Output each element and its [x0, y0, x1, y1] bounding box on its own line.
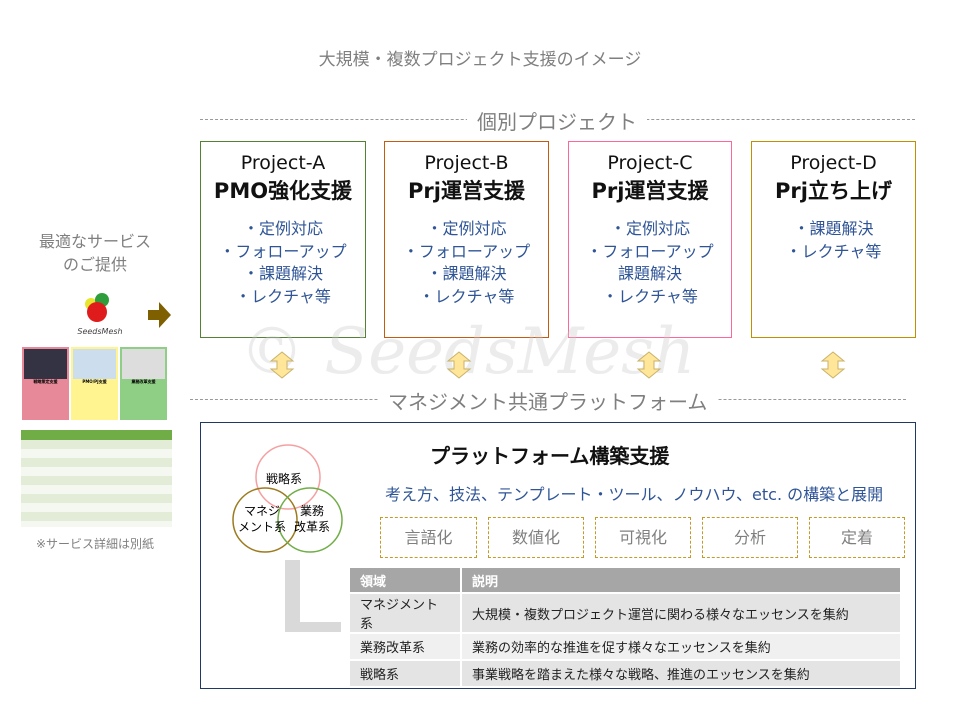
- item: ・課題解決: [242, 264, 323, 283]
- svg-text:SeedsMesh: SeedsMesh: [77, 327, 122, 336]
- pill-analyze: 分析: [702, 517, 798, 558]
- pill-establish: 定着: [809, 517, 905, 558]
- double-arrow-icon: [820, 351, 846, 379]
- service-line: 最適なサービス: [38, 232, 151, 251]
- double-arrow-icon: [269, 351, 295, 379]
- venn-circle-management: [232, 487, 298, 553]
- page-title: 大規模・複数プロジェクト支援のイメージ: [318, 50, 642, 70]
- item: ・レクチャ等: [602, 286, 698, 306]
- item: ・フォローアップ: [219, 241, 347, 261]
- venn-label-business: 業務改革系: [294, 504, 331, 534]
- table-row: 業務改革系業務の効率的な推進を促す様々なエッセンスを集約: [350, 634, 900, 659]
- item: ・フォローアップ: [586, 241, 714, 261]
- watermark: © SeedsMesh: [240, 315, 696, 389]
- double-arrow-icon: [446, 351, 472, 379]
- connector-line: [285, 622, 341, 632]
- seedsmesh-logo: SeedsMesh: [77, 293, 123, 336]
- service-text: 最適なサービス のご提供: [20, 230, 170, 276]
- header-domain: 領域: [350, 568, 460, 592]
- venn-label-strategy: 戦略系: [266, 472, 303, 486]
- connector-line: [285, 560, 300, 632]
- item: ・フォローアップ: [402, 241, 531, 261]
- domain-table: 領域説明 マネジメント系大規模・複数プロジェクト運営に関わる様々なエッセンスを集…: [348, 566, 902, 688]
- platform-subtitle: 考え方、技法、テンプレート・ツール、ノウハウ、etc. の構築と展開: [385, 485, 884, 504]
- project-name: Project-C: [607, 152, 693, 174]
- item: ・レクチャ等: [418, 286, 515, 306]
- venn-circle-strategy: [255, 444, 321, 510]
- venn-label-management: マネジメント系: [238, 504, 287, 534]
- item: ・レクチャ等: [785, 241, 882, 261]
- item: ・定例対応: [609, 219, 690, 238]
- cell: マネジメント系: [350, 594, 460, 632]
- cell: 大規模・複数プロジェクト運営に関わる様々なエッセンスを集約: [462, 594, 900, 632]
- service-thumbnail: 戦略策定支援: [22, 347, 69, 420]
- project-subtitle: Prj運営支援: [408, 179, 525, 203]
- table-row: マネジメント系大規模・複数プロジェクト運営に関わる様々なエッセンスを集約: [350, 594, 900, 632]
- pill-quantify: 数値化: [488, 517, 584, 558]
- project-subtitle: Prj運営支援: [591, 179, 709, 203]
- item: 課題解決: [617, 264, 682, 283]
- item: ・課題解決: [426, 264, 507, 283]
- section-platform-label: マネジメント共通プラットフォーム: [378, 386, 718, 415]
- item: ・定例対応: [242, 219, 323, 238]
- cell: 業務の効率的な推進を促す様々なエッセンスを集約: [462, 634, 900, 659]
- arrow-right-icon: [148, 302, 171, 328]
- project-card-a: Project-A PMO強化支援 ・定例対応・フォローアップ・課題解決・レクチ…: [200, 141, 366, 338]
- cell: 事業戦略を踏まえた様々な戦略、推進のエッセンスを集約: [462, 661, 900, 686]
- project-name: Project-A: [240, 152, 326, 174]
- project-subtitle: PMO強化支援: [213, 179, 353, 203]
- platform-title: プラットフォーム構築支援: [430, 444, 670, 468]
- caption: ※サービス詳細は別紙: [35, 537, 155, 551]
- service-thumbnail: PMO/PJ支援: [71, 347, 118, 420]
- platform-panel: [200, 422, 916, 689]
- section-projects-label: 個別プロジェクト: [467, 106, 647, 135]
- service-thumbnail: 業務改革支援: [120, 347, 167, 420]
- service-table-thumbnail: [21, 430, 172, 527]
- pill-visualize: 可視化: [595, 517, 691, 558]
- project-card-d: Project-D Prj立ち上げ ・課題解決・レクチャ等: [751, 141, 916, 338]
- project-subtitle: Prj立ち上げ: [775, 179, 892, 203]
- double-arrow-icon: [636, 351, 662, 379]
- cell: 業務改革系: [350, 634, 460, 659]
- venn-circle-business: [277, 487, 343, 553]
- project-card-c: Project-C Prj運営支援 ・定例対応・フォローアップ課題解決・レクチャ…: [568, 141, 732, 338]
- item: ・課題解決: [793, 219, 874, 238]
- item: ・定例対応: [426, 219, 507, 238]
- project-name: Project-D: [790, 152, 877, 174]
- table-row: 戦略系事業戦略を踏まえた様々な戦略、推進のエッセンスを集約: [350, 661, 900, 686]
- header-description: 説明: [462, 568, 900, 592]
- project-card-b: Project-B Prj運営支援 ・定例対応・フォローアップ・課題解決・レクチ…: [384, 141, 549, 338]
- service-line: のご提供: [62, 255, 127, 274]
- item: ・レクチャ等: [235, 286, 331, 306]
- venn-diagram: [232, 444, 343, 553]
- project-name: Project-B: [424, 152, 509, 174]
- pill-verbalize: 言語化: [380, 517, 477, 558]
- cell: 戦略系: [350, 661, 460, 686]
